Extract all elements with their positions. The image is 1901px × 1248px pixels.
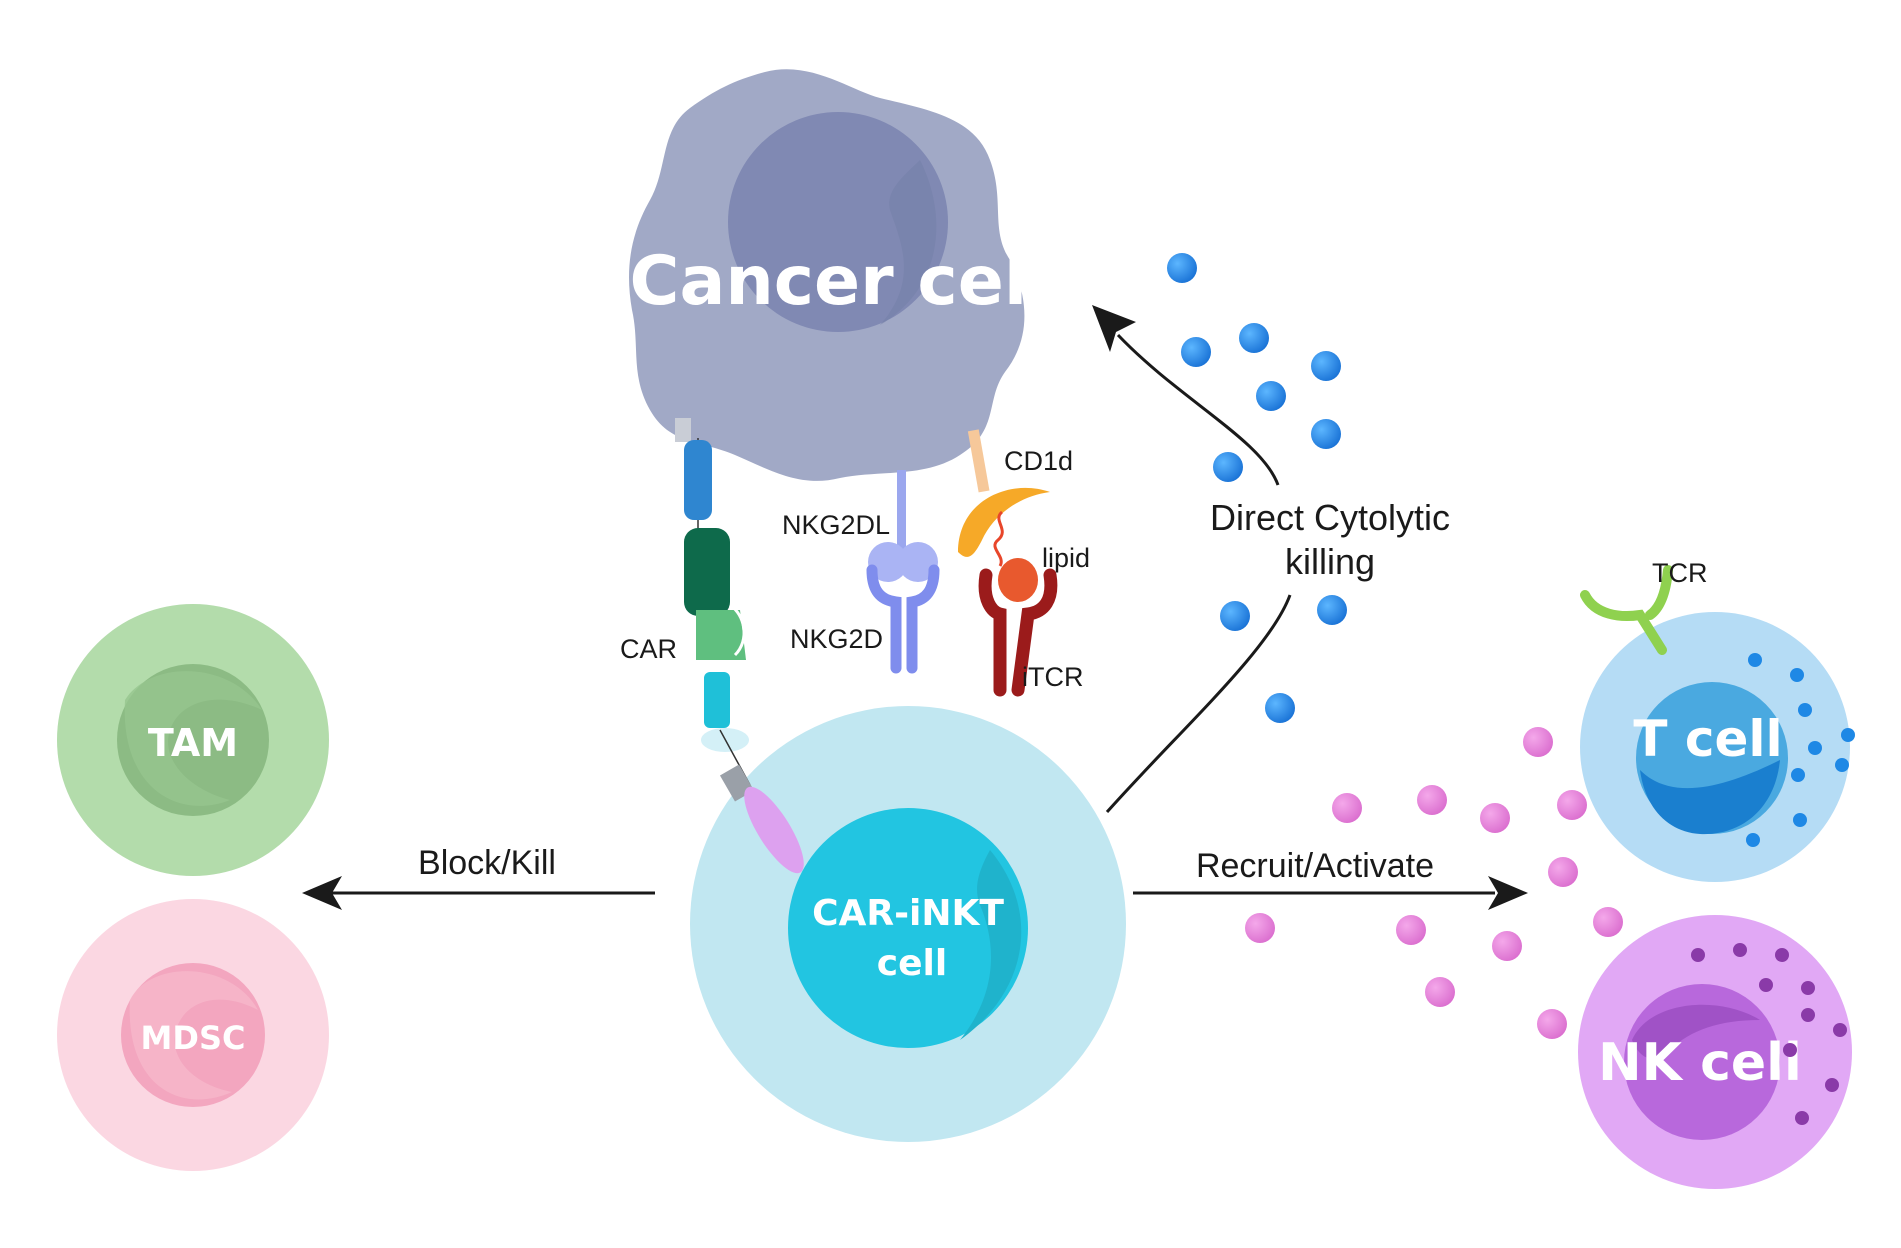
block-kill-label: Block/Kill <box>418 844 556 882</box>
t-cell-label: T cell <box>1633 710 1782 768</box>
lipid-head <box>998 558 1038 602</box>
recruit-activate-arrow: Recruit/Activate <box>1133 847 1528 910</box>
block-kill-arrow: Block/Kill <box>302 844 655 910</box>
recruit-activate-label: Recruit/Activate <box>1196 847 1434 885</box>
mdsc-label: MDSC <box>141 1019 246 1057</box>
car-receptor: CAR <box>620 418 804 874</box>
nkg2dl-head-left <box>868 542 908 582</box>
cytolytic-granules <box>1167 253 1347 723</box>
nkg2d-label: NKG2D <box>790 624 883 654</box>
cancer-cell-nucleus <box>728 112 948 332</box>
nkg2dl-stalk <box>897 470 906 560</box>
cd1d-stalk <box>967 429 990 493</box>
cancer-cell-nucleus-shade <box>880 160 937 325</box>
car-inkt-cell-nucleus-shade <box>960 850 1022 1040</box>
lipid-tail <box>993 510 1004 567</box>
cd1d-itcr-complex: CD1d lipid iTCR <box>958 429 1090 697</box>
nk-cell: NK cell <box>1578 915 1852 1189</box>
nkg2dl-label: NKG2DL <box>782 510 890 540</box>
t-cell-granules <box>1746 653 1855 847</box>
itcr-receptor <box>978 568 1058 697</box>
car-inkt-cell-label-line1: CAR-iNKT <box>812 893 1004 934</box>
tcr-label: TCR <box>1652 558 1708 588</box>
cd1d-crescent <box>958 487 1050 557</box>
car-inkt-cell: CAR-iNKT cell <box>690 706 1126 1142</box>
t-cell: T cell TCR <box>1580 558 1855 882</box>
tam-cell: TAM <box>57 604 329 876</box>
nkg2d-complex: NKG2DL NKG2D <box>782 470 940 674</box>
car-inkt-cell-label-line2: cell <box>877 943 947 984</box>
nk-cell-granules <box>1691 943 1847 1125</box>
cytolytic-arrow: Direct Cytolytic killing <box>1092 305 1450 813</box>
car-transmembrane <box>704 672 730 728</box>
itcr-label: iTCR <box>1022 662 1084 692</box>
cd1d-label: CD1d <box>1004 446 1073 476</box>
nkg2d-receptor <box>866 564 940 674</box>
car-hinge <box>696 610 746 660</box>
cancer-cell: Cancer cell <box>629 69 1050 481</box>
cancer-cell-label: Cancer cell <box>630 242 1051 321</box>
nkg2dl-head-right <box>898 542 938 582</box>
cytolytic-label-line1: Direct Cytolytic <box>1210 497 1450 538</box>
car-inkt-cell-nucleus <box>788 808 1028 1048</box>
nk-cell-label: NK cell <box>1598 1033 1802 1093</box>
car-scfv-green <box>684 528 730 616</box>
recruit-granules <box>1245 727 1623 1039</box>
lipid-label: lipid <box>1042 543 1090 573</box>
tcr-receptor <box>1580 565 1673 655</box>
car-label: CAR <box>620 634 677 664</box>
tam-label: TAM <box>148 721 238 765</box>
car-signaling <box>744 786 804 874</box>
mdsc-cell: MDSC <box>57 899 329 1171</box>
car-scfv-blue <box>684 440 712 520</box>
cytolytic-label-line2: killing <box>1285 541 1375 582</box>
